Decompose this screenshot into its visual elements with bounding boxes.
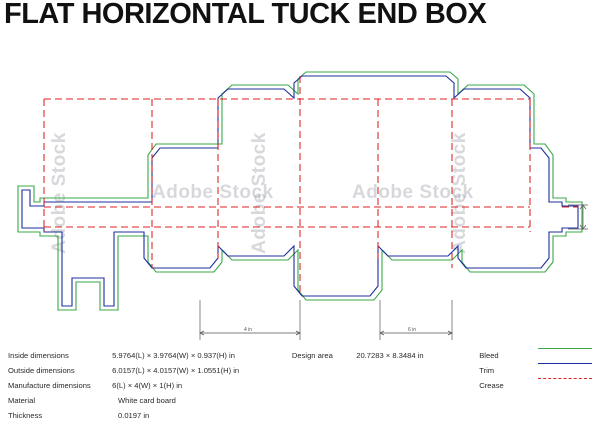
width-dimensions bbox=[199, 300, 453, 340]
spec-value: 0.0197 in bbox=[118, 411, 150, 420]
legend-swatch-trim bbox=[536, 363, 593, 366]
table-row: Material White card board bbox=[8, 393, 592, 408]
spec-label: Thickness bbox=[8, 411, 43, 420]
spec-label: Manufacture dimensions bbox=[8, 381, 91, 390]
legend-swatch-crease bbox=[536, 378, 593, 381]
legend-line-crease bbox=[538, 378, 593, 379]
design-area-label: Design area bbox=[291, 351, 333, 360]
spec-value: 6.0157(L) × 4.0157(W) × 1.0551(H) in bbox=[112, 366, 240, 375]
spec-label: Inside dimensions bbox=[8, 351, 69, 360]
legend-item-crease: Crease bbox=[479, 378, 536, 393]
legend-line-bleed bbox=[538, 348, 593, 349]
table-row: Inside dimensions 5.9764(L) × 3.9764(W) … bbox=[8, 348, 593, 363]
legend-label: Crease bbox=[479, 381, 504, 390]
design-area-value: 20.7283 × 8.3484 in bbox=[356, 351, 424, 360]
spec-value: 6(L) × 4(W) × 1(H) in bbox=[112, 381, 183, 390]
crease-lines bbox=[43, 76, 578, 296]
legend-line-trim bbox=[538, 363, 593, 364]
table-row: Manufacture dimensions 6(L) × 4(W) × 1(H… bbox=[8, 378, 593, 393]
legend-swatch-bleed bbox=[536, 348, 593, 351]
spec-table: Inside dimensions 5.9764(L) × 3.9764(W) … bbox=[8, 348, 593, 423]
height-dimension bbox=[568, 204, 588, 230]
legend-label: Bleed bbox=[479, 351, 499, 360]
legend-item-trim: Trim bbox=[479, 363, 536, 378]
dimension-label-right: 6 in bbox=[408, 327, 416, 333]
page-title: FLAT HORIZONTAL TUCK END BOX bbox=[4, 0, 487, 30]
trim-outline bbox=[21, 75, 579, 307]
bleed-outline bbox=[17, 71, 583, 311]
legend-label: Trim bbox=[479, 366, 495, 375]
table-row: Outside dimensions 6.0157(L) × 4.0157(W)… bbox=[8, 363, 593, 378]
table-row: Thickness 0.0197 in bbox=[8, 408, 592, 423]
legend-item-bleed: Bleed bbox=[479, 348, 536, 363]
spec-value: White card board bbox=[118, 396, 176, 405]
dimension-label-left: 4 in bbox=[244, 327, 252, 333]
spec-value: 5.9764(L) × 3.9764(W) × 0.937(H) in bbox=[112, 351, 235, 360]
spec-label: Material bbox=[8, 396, 36, 405]
spec-label: Outside dimensions bbox=[8, 366, 75, 375]
